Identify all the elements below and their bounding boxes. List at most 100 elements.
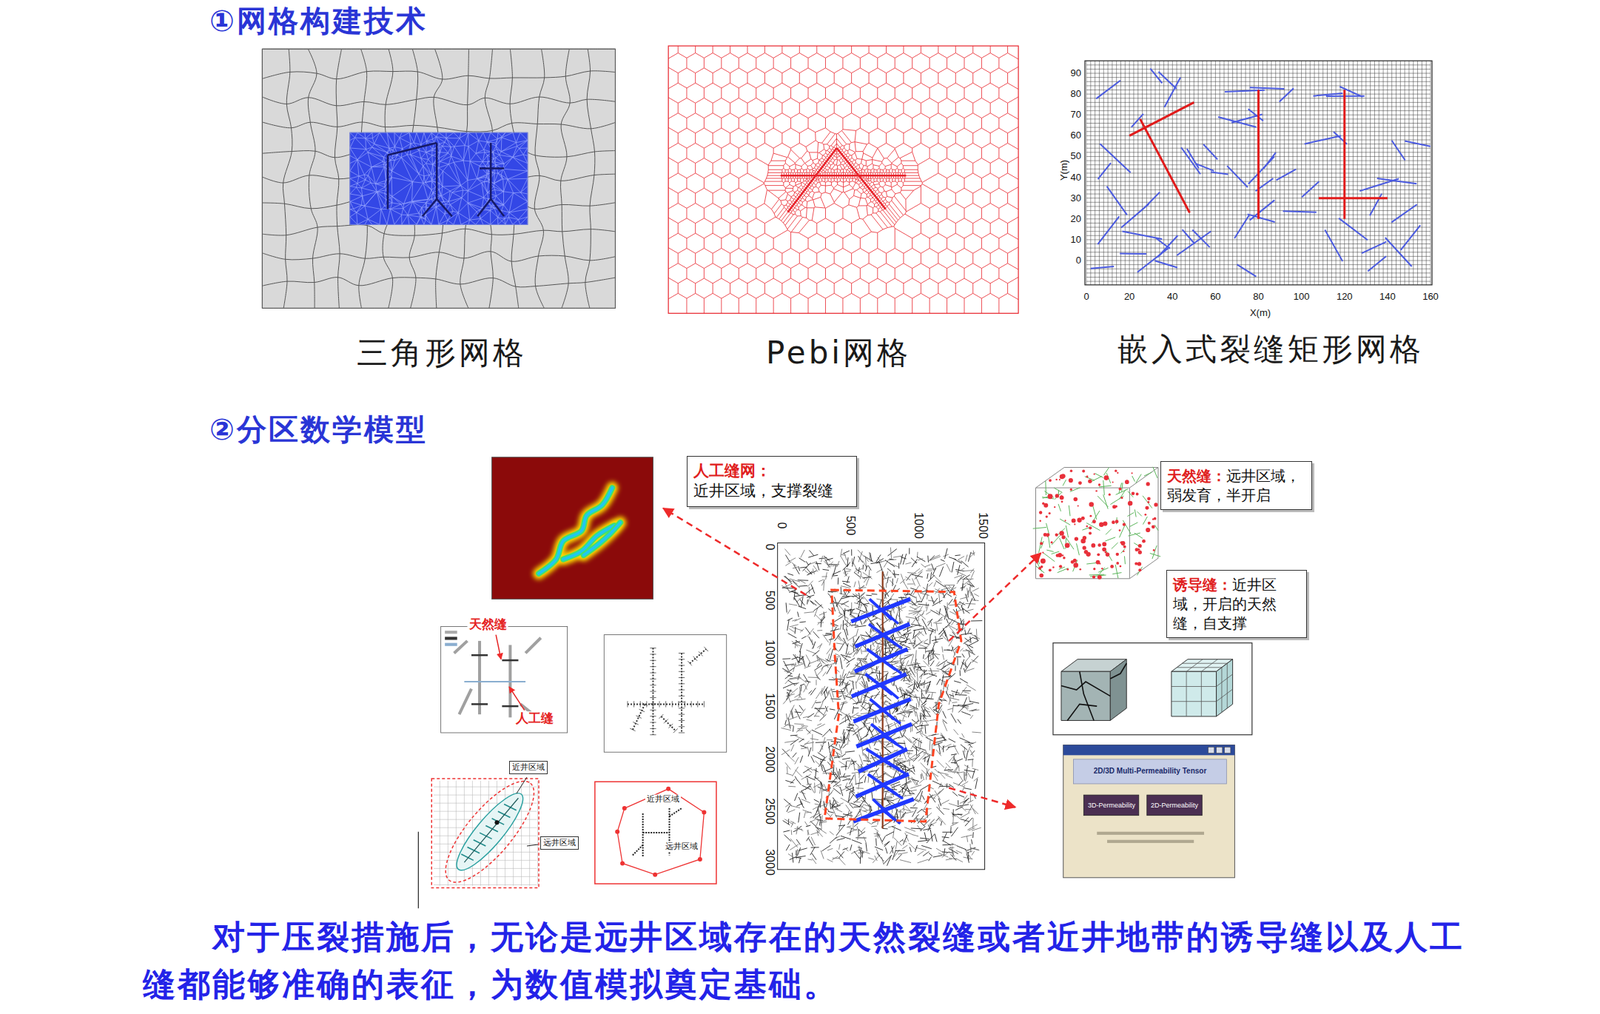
- embedded-fracture-grid: [1203, 144, 1218, 160]
- fracture-map: [973, 593, 979, 597]
- fracture-map: [907, 583, 914, 584]
- fracture-map: [821, 616, 825, 621]
- fracture-map: [925, 569, 933, 571]
- fracture-map: [944, 768, 954, 771]
- fracture-map: [879, 561, 883, 572]
- fracture-map: [820, 744, 823, 750]
- fracture-map: [919, 613, 926, 619]
- fracture-map: [961, 711, 971, 715]
- fracture-map: [799, 643, 803, 652]
- fracture-map: [814, 614, 822, 621]
- fracture-map: [827, 761, 831, 766]
- fracture-map: [935, 635, 937, 643]
- embedded-fracture-grid: [1343, 60, 1345, 285]
- fracture-map: [964, 765, 970, 769]
- embedded-fracture-grid: [1182, 229, 1196, 244]
- fracture-map: [884, 841, 890, 847]
- embedded-fracture-grid: [1218, 116, 1256, 128]
- fracture-map: [806, 783, 812, 785]
- triangle-mesh: [435, 142, 439, 200]
- embedded-fracture-grid: [1378, 60, 1380, 285]
- fracture-map: [794, 682, 800, 686]
- fracture-map: [899, 809, 902, 821]
- fracture-map: [932, 567, 937, 576]
- fracture-map: [820, 850, 824, 859]
- fracture-map: [966, 684, 977, 691]
- embedded-fracture-grid: [1084, 60, 1433, 285]
- fracture-map: [811, 734, 813, 741]
- fracture-map: [896, 613, 903, 623]
- fracture-map: [806, 595, 815, 598]
- fracture-map: [804, 765, 814, 771]
- fracture-map: [781, 749, 790, 755]
- fracture-map: [783, 576, 792, 582]
- embedded-fracture-grid: [1339, 60, 1341, 285]
- fracture-map: [948, 848, 959, 854]
- fracture-map: [915, 694, 920, 706]
- fracture-map: [933, 707, 938, 711]
- fracture-map: [957, 719, 962, 724]
- fracture-map: [803, 612, 815, 613]
- fracture-map: [822, 696, 828, 703]
- fracture-map: [924, 725, 926, 735]
- embedded-fracture-grid: [1086, 268, 1431, 270]
- fracture-map: [963, 575, 971, 580]
- fracture-map: [849, 782, 852, 788]
- fracture-map: [916, 556, 926, 562]
- fracture-map: [784, 834, 792, 842]
- fracture-map: [791, 626, 803, 631]
- fracture-map: [825, 633, 832, 635]
- fracture-map: [845, 751, 855, 753]
- fracture-map: [815, 768, 817, 779]
- fracture-map: [913, 802, 917, 807]
- fracture-map: [790, 710, 794, 719]
- fracture-map: [903, 734, 912, 744]
- fracture-map: [799, 558, 806, 562]
- fracture-map: [851, 839, 863, 844]
- fracture-map: [958, 706, 966, 713]
- fracture-map: [939, 699, 947, 701]
- fracture-map: [854, 572, 860, 578]
- fracture-map: [857, 851, 865, 854]
- fracture-map: [874, 855, 878, 861]
- embedded-fracture-grid: [1234, 214, 1250, 239]
- fracture-map: [928, 629, 934, 632]
- fracture-map: [959, 648, 963, 652]
- fracture-map: [799, 686, 801, 696]
- fracture-map: [792, 725, 795, 732]
- fracture-map: [804, 742, 815, 744]
- fracture-map: [854, 723, 860, 728]
- fracture-map: [809, 817, 818, 823]
- triangle-mesh: [387, 155, 390, 210]
- fracture-map: [912, 720, 920, 726]
- fracture-map: [829, 800, 831, 810]
- fracture-map: [946, 683, 949, 694]
- fracture-map: [817, 829, 819, 837]
- fracture-map: [923, 673, 929, 675]
- fracture-map: [845, 729, 855, 732]
- fracture-map: [965, 668, 974, 672]
- fracture-map: [898, 563, 900, 570]
- fracture-map: [791, 664, 798, 667]
- fracture-map: [845, 804, 851, 811]
- fracture-map: [860, 827, 866, 832]
- fracture-map: [941, 587, 950, 590]
- fracture-map: [963, 637, 974, 644]
- fracture-map: [945, 774, 953, 779]
- embedded-fracture-grid: [1392, 140, 1406, 161]
- fracture-map: [809, 549, 815, 556]
- embedded-fracture-grid: [1107, 60, 1109, 285]
- triangle-mesh: [436, 199, 453, 217]
- fracture-map: [862, 676, 867, 688]
- fracture-map: [879, 672, 889, 680]
- fracture-map: [870, 562, 880, 564]
- fracture-map: [950, 697, 960, 701]
- fracture-map: [825, 572, 828, 580]
- fracture-map: [964, 742, 974, 744]
- embedded-fracture-grid: [1369, 193, 1382, 217]
- fracture-map: [782, 830, 790, 832]
- fracture-map: [865, 723, 871, 724]
- fracture-map: [906, 781, 912, 785]
- fracture-map: [962, 662, 968, 668]
- embedded-fracture-grid: [1386, 60, 1388, 285]
